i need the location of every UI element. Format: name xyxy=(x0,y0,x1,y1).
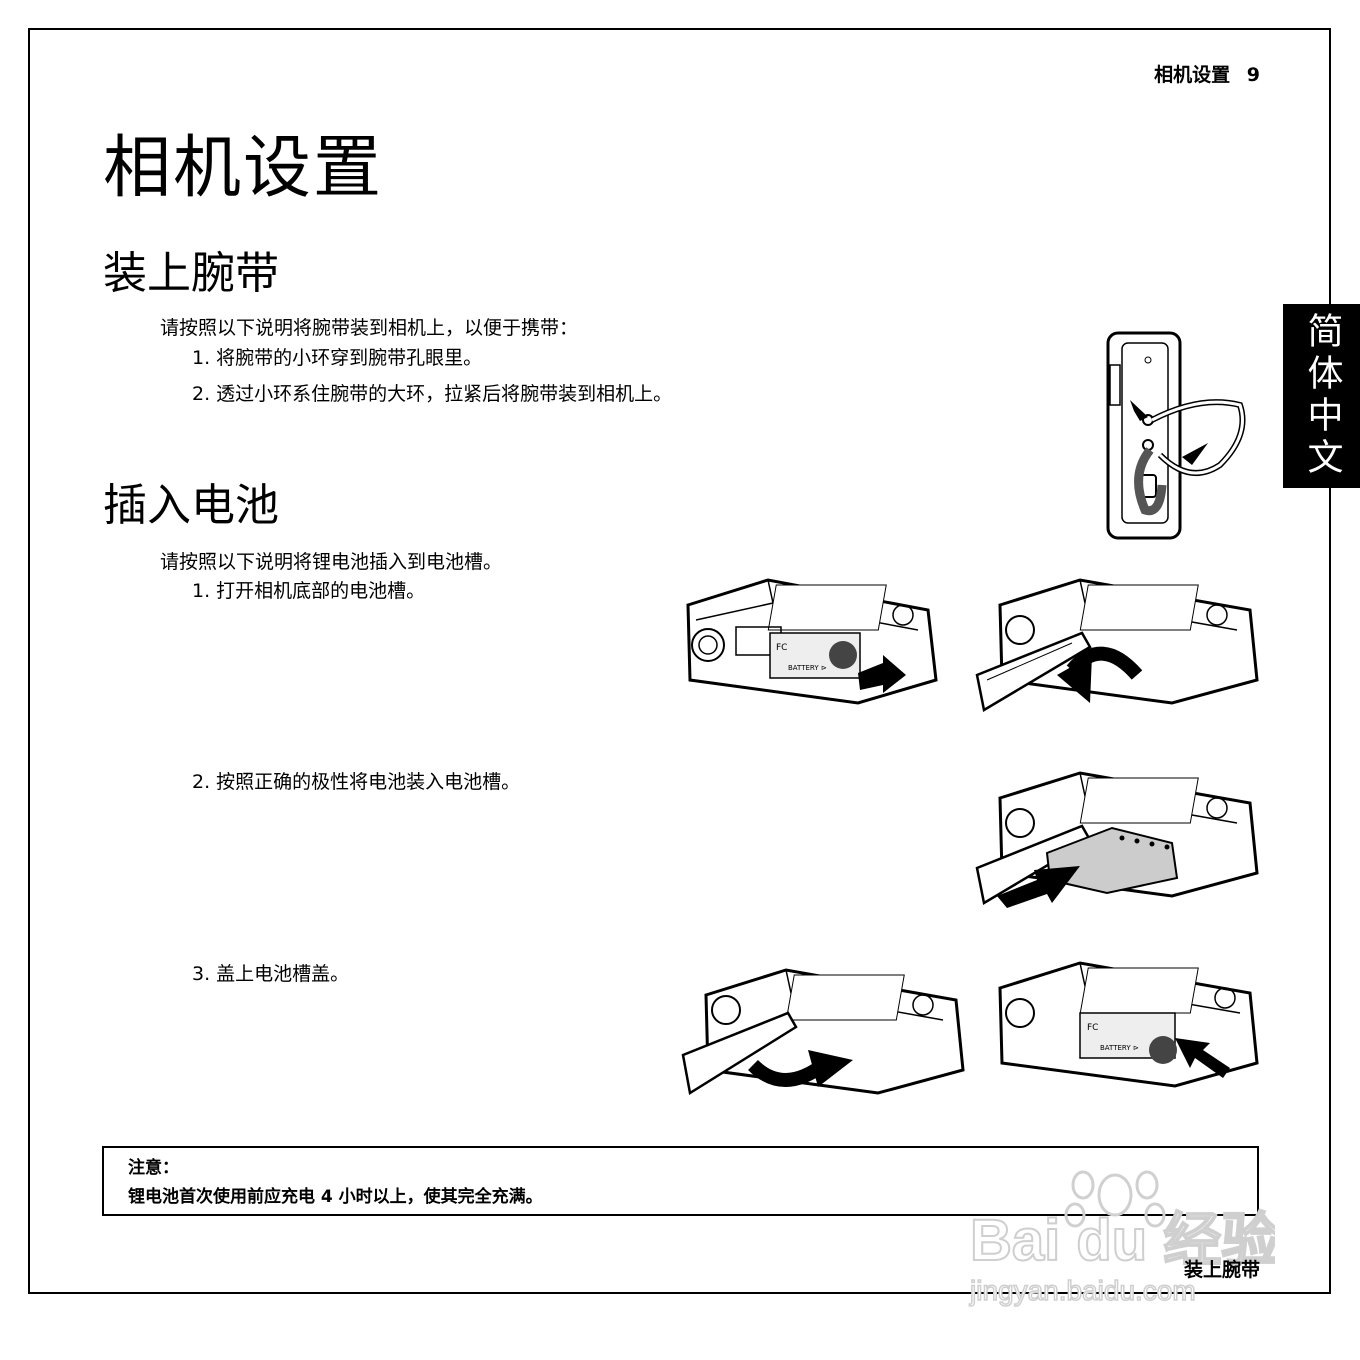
watermark-url: jingyan.baidu.com xyxy=(969,1275,1196,1306)
strap-illustration xyxy=(1100,325,1260,540)
note-heading: 注意： xyxy=(128,1158,179,1178)
strap-step-2: 2. 透过小环系住腕带的大环，拉紧后将腕带装到相机上。 xyxy=(192,383,673,405)
strap-intro: 请按照以下说明将腕带装到相机上，以便于携带： xyxy=(160,317,579,339)
header-title: 相机设置 xyxy=(1154,64,1231,86)
page-frame xyxy=(28,28,1331,1294)
battery-step1-camera-closed: FC BATTERY ⊳ xyxy=(678,575,943,710)
battery-step3-camera-closed: FC BATTERY ⊳ xyxy=(995,958,1260,1093)
footer-label: 装上腕带 xyxy=(1183,1259,1260,1281)
battery-step1-camera-open xyxy=(972,575,1262,715)
page-header: 相机设置 9 xyxy=(1020,60,1260,87)
battery-step-3: 3. 盖上电池槽盖。 xyxy=(192,963,350,985)
battery-label-2: BATTERY ⊳ xyxy=(1100,1044,1139,1052)
battery-intro: 请按照以下说明将锂电池插入到电池槽。 xyxy=(160,551,503,573)
note-box: 注意： 锂电池首次使用前应充电 4 小时以上，使其完全充满。 xyxy=(102,1146,1259,1216)
baidu-watermark: Bai du 经验 jingyan.baidu.com xyxy=(965,1160,1280,1310)
fc-mark-1: FC xyxy=(776,643,787,653)
battery-section-title: 插入电池 xyxy=(103,480,279,531)
battery-step2-insert xyxy=(972,768,1262,913)
page-title: 相机设置 xyxy=(103,129,384,208)
header-page-number: 9 xyxy=(1246,64,1260,86)
strap-step-1: 1. 将腕带的小环穿到腕带孔眼里。 xyxy=(192,347,483,369)
watermark-text: Bai du 经验 xyxy=(970,1208,1275,1273)
strap-section-title: 装上腕带 xyxy=(103,248,279,299)
battery-label-1: BATTERY ⊳ xyxy=(788,664,827,672)
language-tab: 简体中文 xyxy=(1283,304,1360,488)
language-tab-label: 简体中文 xyxy=(1301,312,1343,480)
battery-step3-closing xyxy=(678,965,968,1100)
fc-mark-2: FC xyxy=(1087,1023,1098,1033)
battery-step-2: 2. 按照正确的极性将电池装入电池槽。 xyxy=(192,771,521,793)
note-body: 锂电池首次使用前应充电 4 小时以上，使其完全充满。 xyxy=(128,1187,543,1207)
battery-step-1: 1. 打开相机底部的电池槽。 xyxy=(192,580,426,602)
